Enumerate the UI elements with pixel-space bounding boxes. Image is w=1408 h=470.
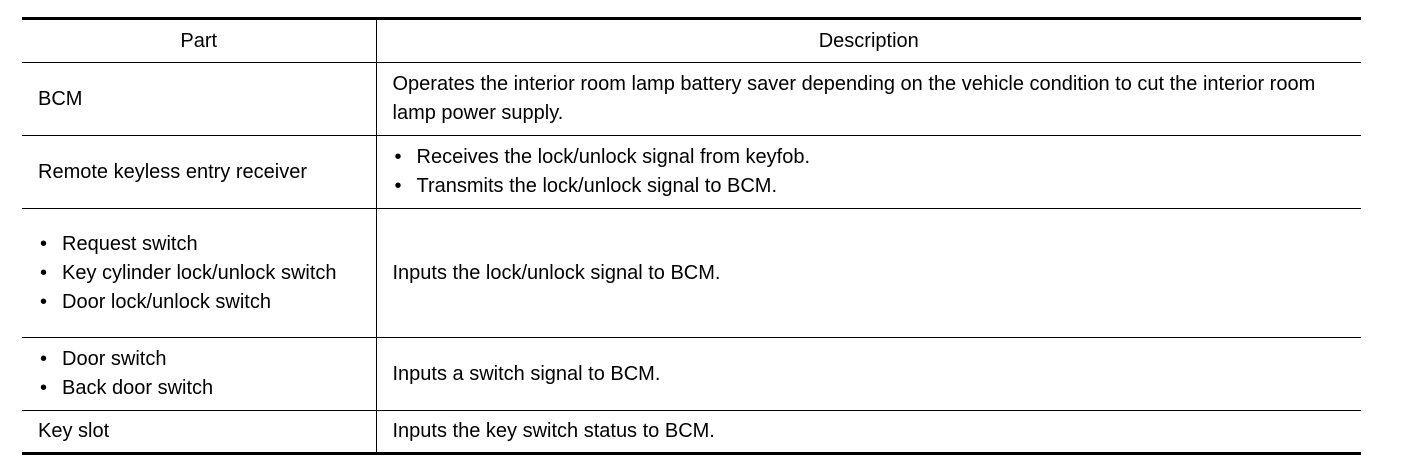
part-cell: • Door switch • Back door switch: [22, 337, 376, 411]
table-row: • Request switch • Key cylinder lock/unloc…: [22, 208, 1361, 338]
description-cell: Operates the interior room lamp battery …: [375, 62, 1361, 136]
description-cell: Inputs a switch signal to BCM.: [375, 337, 1361, 411]
part-bullet-list: • Request switch • Key cylinder lock/unloc…: [38, 230, 362, 317]
bullet-icon: •: [40, 261, 48, 284]
bullet-item: • Receives the lock/unlock signal from ke…: [393, 143, 1348, 172]
bullet-text: Request switch: [62, 232, 198, 255]
part-bullet-list: • Door switch • Back door switch: [38, 345, 362, 403]
bullet-item: • Back door switch: [38, 374, 362, 403]
bullet-icon: •: [394, 175, 402, 197]
table-header: Part Description: [22, 17, 1361, 63]
description-cell: • Receives the lock/unlock signal from ke…: [375, 135, 1361, 209]
table-row: Key slot Inputs the key switch status to…: [22, 410, 1361, 455]
bullet-item: • Request switch: [38, 230, 362, 259]
parts-table-container: Part Description BCM Operates the interi…: [22, 17, 1361, 455]
parts-description-table: Part Description BCM Operates the interi…: [22, 17, 1361, 455]
bullet-icon: •: [394, 146, 402, 168]
part-cell: Key slot: [22, 410, 376, 455]
part-cell: BCM: [22, 62, 376, 136]
table-row: Remote keyless entry receiver • Receives …: [22, 135, 1361, 209]
bullet-item: • Transmits the lock/unlock signal to BCM…: [393, 172, 1348, 201]
bullet-icon: •: [40, 232, 48, 255]
bullet-item: • Door lock/unlock switch: [38, 288, 362, 317]
table-body: BCM Operates the interior room lamp batt…: [22, 62, 1361, 455]
description-bullet-list: • Receives the lock/unlock signal from ke…: [393, 143, 1348, 201]
bullet-text: Door switch: [62, 348, 167, 370]
header-part: Part: [22, 17, 376, 63]
bullet-text: Back door switch: [62, 377, 214, 399]
bullet-item: • Door switch: [38, 345, 362, 374]
header-row: Part Description: [22, 17, 1361, 63]
bullet-text: Door lock/unlock switch: [62, 290, 271, 313]
bullet-icon: •: [40, 377, 48, 399]
bullet-icon: •: [40, 348, 48, 370]
header-description: Description: [375, 17, 1361, 63]
bullet-item: • Key cylinder lock/unlock switch: [38, 259, 362, 288]
bullet-text: Receives the lock/unlock signal from key…: [416, 146, 811, 168]
table-row: BCM Operates the interior room lamp batt…: [22, 62, 1361, 136]
description-cell: Inputs the lock/unlock signal to BCM.: [375, 208, 1361, 338]
description-cell: Inputs the key switch status to BCM.: [375, 410, 1361, 455]
part-cell: Remote keyless entry receiver: [22, 135, 376, 209]
bullet-text: Transmits the lock/unlock signal to BCM.: [416, 175, 778, 197]
table-row: • Door switch • Back door switch Inputs a …: [22, 337, 1361, 411]
part-cell: • Request switch • Key cylinder lock/unloc…: [22, 208, 376, 338]
bullet-text: Key cylinder lock/unlock switch: [62, 261, 337, 284]
bullet-icon: •: [40, 290, 48, 313]
